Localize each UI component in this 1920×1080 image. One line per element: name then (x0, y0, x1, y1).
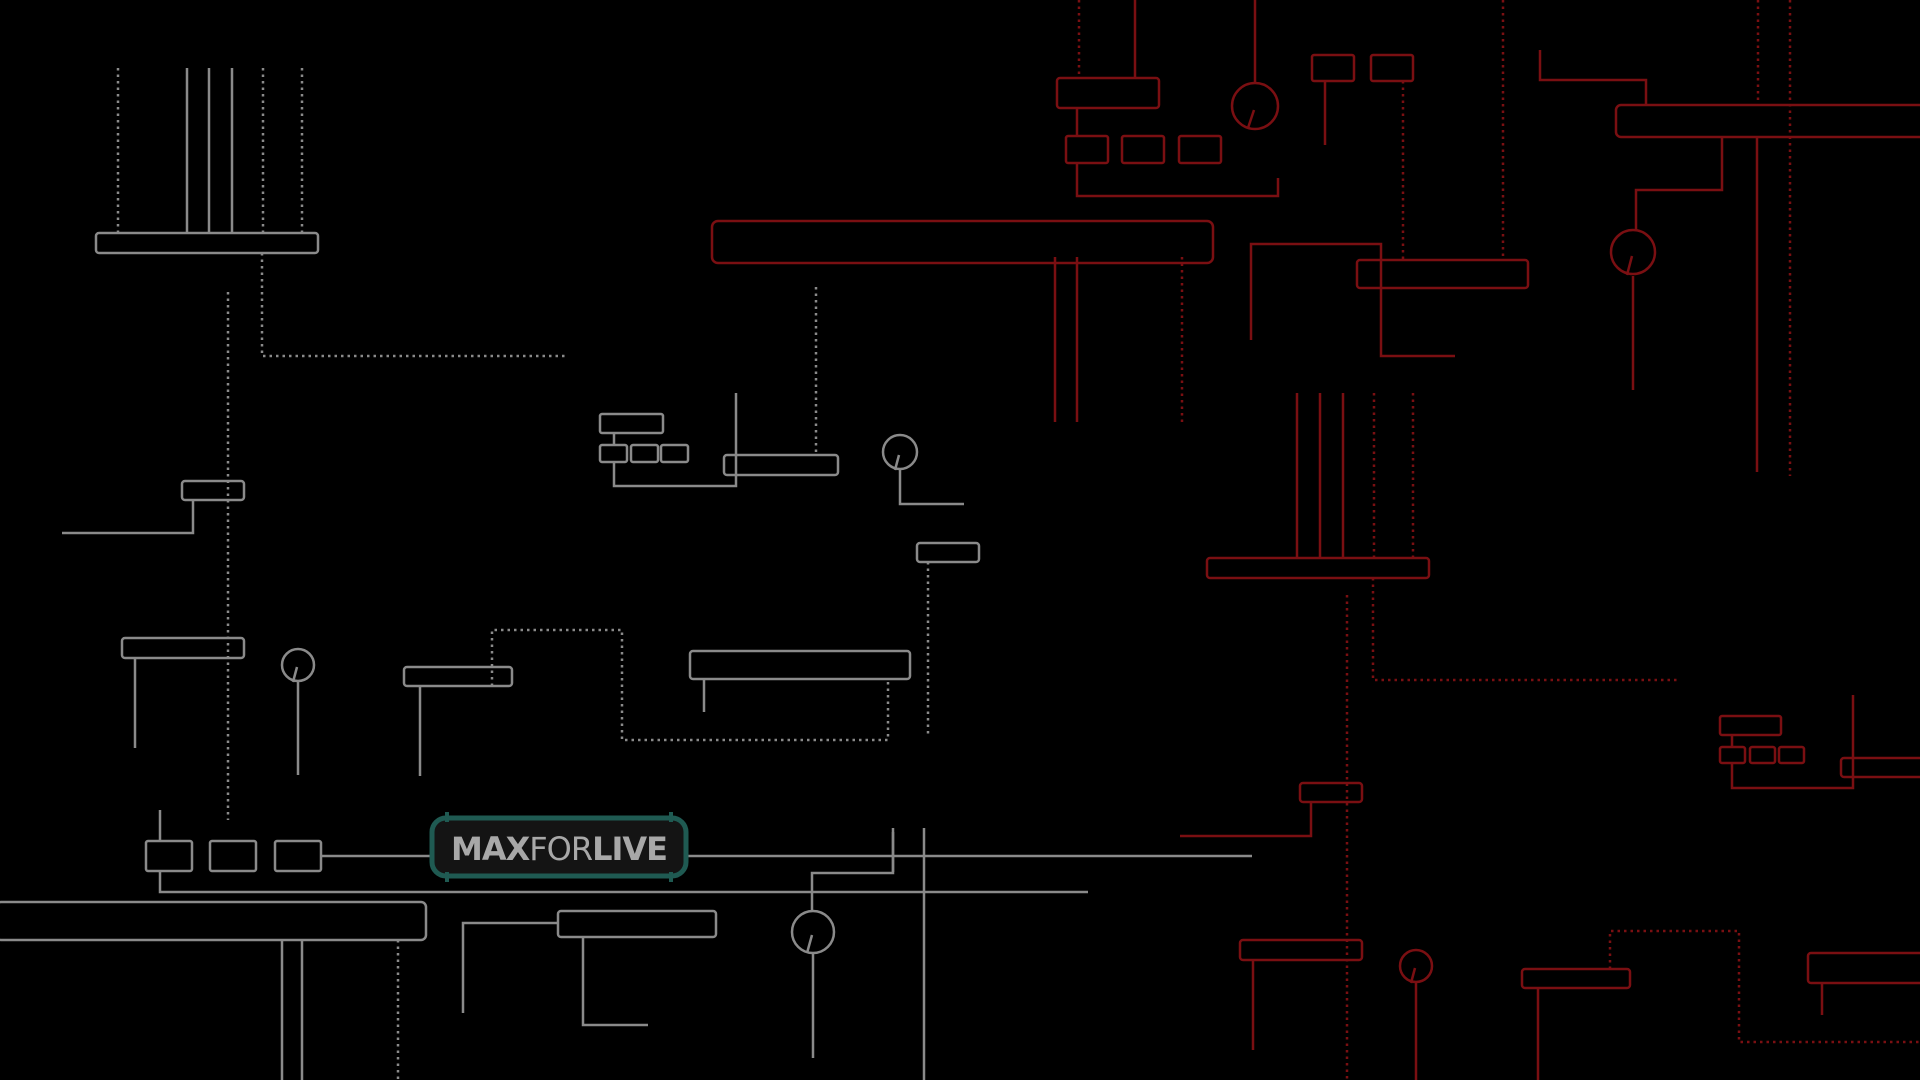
red-message-box (1310, 53, 1356, 83)
number-box (629, 443, 660, 464)
red-patch-network (710, 0, 1920, 1080)
red-message-box (1369, 53, 1415, 83)
patch-object-red-wide-top (710, 219, 1215, 265)
patch-object-red-small (1298, 781, 1364, 804)
patch-object-mid (402, 665, 514, 688)
patch-object-mid-left (120, 636, 246, 660)
patch-object-wide-mid (688, 649, 912, 681)
patch-object-upper-mid (722, 453, 840, 477)
red-number-box (1718, 745, 1747, 765)
logo-wordmark: MAXFORLIVE (451, 830, 667, 868)
patch-object-red-bottom-right (1806, 951, 1920, 985)
red-number-box (1120, 134, 1166, 165)
patch-object-red-top-right (1614, 103, 1920, 139)
patch-object-right-small (915, 541, 981, 564)
patch-object-bottom-box (144, 839, 194, 873)
red-dial-icon (1230, 81, 1280, 131)
dial-icon (881, 433, 919, 471)
patch-object-bottom-box (273, 839, 323, 873)
red-dial-icon (1398, 948, 1434, 984)
patch-object-top-left (94, 231, 320, 255)
patch-object-red-right (1839, 756, 1920, 779)
max-for-live-logo: MAXFORLIVE (429, 812, 689, 882)
grey-patch-network (0, 68, 1252, 1080)
patch-object-red-mid (1205, 556, 1431, 580)
patch-object-small (180, 479, 246, 502)
dial-icon (280, 647, 316, 683)
patch-object-red-top (1055, 76, 1161, 110)
logo-part-live: LIVE (592, 830, 667, 868)
red-number-box (1177, 134, 1223, 165)
patch-object-bottom-mid (556, 909, 718, 939)
patch-object-bottom-left-wide (0, 900, 428, 942)
logo-part-max: MAX (451, 830, 531, 868)
number-box (598, 443, 629, 464)
red-number-box (1064, 134, 1110, 165)
patch-object-bottom-box (208, 839, 258, 873)
logo-part-for: FOR (529, 830, 593, 868)
message-box (598, 412, 665, 435)
patch-object-red-bottom-mid (1520, 967, 1632, 990)
dial-icon (790, 909, 836, 955)
number-box (659, 443, 690, 464)
red-dial-icon (1609, 228, 1657, 276)
red-message-box (1718, 714, 1783, 737)
patch-object-red-bottom-left (1238, 938, 1364, 962)
red-number-box (1748, 745, 1777, 765)
patch-object-red-mid-top (1355, 258, 1530, 290)
red-number-box (1777, 745, 1806, 765)
